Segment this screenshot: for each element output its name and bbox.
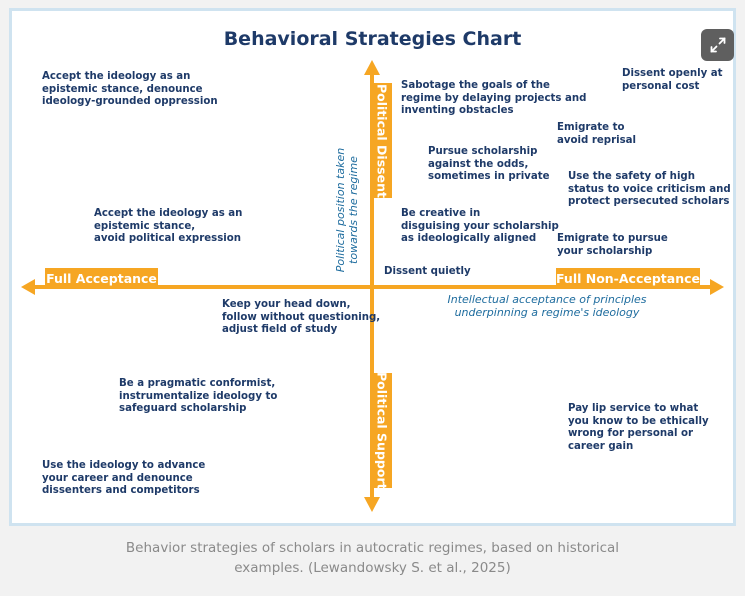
strategy-line: avoid reprisal: [557, 134, 637, 146]
strategy-line: Dissent openly at: [622, 68, 723, 79]
right-arrowhead: [710, 279, 724, 295]
strategy-line: disguising your scholarship: [401, 220, 559, 232]
axis-label-full-non-acceptance: Full Non-Acceptance: [556, 268, 700, 288]
strategy-line: epistemic stance,: [94, 220, 196, 232]
strategy-line: protect persecuted scholars: [568, 196, 730, 208]
horizontal-axis-note: Intellectual acceptance of principles un…: [437, 293, 657, 319]
strategy-line: Accept the ideology as an: [42, 71, 191, 82]
vertical-axis-note-line: towards the regime: [347, 156, 360, 264]
expand-button[interactable]: [701, 29, 734, 61]
expand-arrows-icon: [710, 37, 725, 53]
strategy-line: your scholarship: [557, 245, 653, 257]
strategy-line: Be a pragmatic conformist,: [119, 378, 276, 389]
strategy-line: as ideologically aligned: [401, 233, 537, 245]
strategy-line: epistemic stance, denounce: [42, 83, 203, 95]
strategy-line: Pay lip service to what: [568, 403, 699, 414]
caption-line: examples. (Lewandowsky S. et al., 2025): [234, 560, 511, 576]
left-arrowhead: [21, 279, 35, 295]
strategy-line: Be creative in: [401, 208, 481, 219]
strategy-line: wrong for personal or: [568, 428, 694, 440]
strategy-line: you know to be ethically: [568, 415, 709, 427]
strategy-line: follow without questioning,: [222, 311, 381, 323]
bottom-arrowhead: [364, 497, 380, 512]
strategy-line: dissenters and competitors: [42, 485, 200, 497]
strategy-line: inventing obstacles: [401, 105, 514, 117]
strategy-line: status to voice criticism and: [568, 183, 731, 195]
strategy-keep-head-down: Keep your head down,follow without quest…: [222, 299, 380, 337]
strategy-line: sometimes in private: [428, 171, 550, 183]
axis-label-full-acceptance: Full Acceptance: [45, 268, 158, 288]
strategy-line: Keep your head down,: [222, 299, 351, 310]
strategy-line: Pursue scholarship: [428, 146, 538, 157]
figure-caption: Behavior strategies of scholars in autoc…: [0, 538, 745, 578]
vertical-axis-note-line: Political position taken: [334, 147, 347, 273]
strategy-line: Sabotage the goals of the: [401, 80, 550, 91]
horizontal-axis-note-line: Intellectual acceptance of principles: [447, 293, 647, 306]
strategy-line: avoid political expression: [94, 233, 242, 245]
strategy-line: Emigrate to: [557, 122, 625, 133]
strategy-line: ideology-grounded oppression: [42, 96, 218, 108]
strategy-line: adjust field of study: [222, 324, 338, 336]
vertical-axis-note: Political position taken towards the reg…: [334, 120, 360, 300]
strategy-line: Accept the ideology as an: [94, 208, 243, 219]
strategy-line: personal cost: [622, 80, 700, 92]
strategy-dissent-quietly: Dissent quietly: [384, 266, 471, 279]
strategy-line: Use the ideology to advance: [42, 460, 206, 471]
axis-label-political-support: Political Support: [372, 372, 392, 489]
strategy-line: career gain: [568, 440, 634, 452]
chart-title: Behavioral Strategies Chart: [223, 28, 522, 50]
horizontal-axis-note-line: underpinning a regime's ideology: [454, 306, 640, 319]
strategy-line: against the odds,: [428, 158, 529, 170]
strategy-line: Dissent quietly: [384, 266, 471, 277]
strategy-line: Use the safety of high: [568, 171, 695, 182]
strategy-line: safeguard scholarship: [119, 403, 247, 415]
strategy-line: your career and denounce: [42, 472, 193, 484]
caption-line: Behavior strategies of scholars in autoc…: [125, 540, 620, 556]
strategy-line: regime by delaying projects and: [401, 92, 587, 104]
top-arrowhead: [364, 60, 380, 75]
strategy-line: Emigrate to pursue: [557, 233, 668, 244]
strategy-line: instrumentalize ideology to: [119, 390, 278, 402]
strategy-pragmatic-conformist: Be a pragmatic conformist,instrumentaliz…: [119, 378, 277, 416]
axis-label-political-dissent: Political Dissent: [372, 83, 392, 198]
